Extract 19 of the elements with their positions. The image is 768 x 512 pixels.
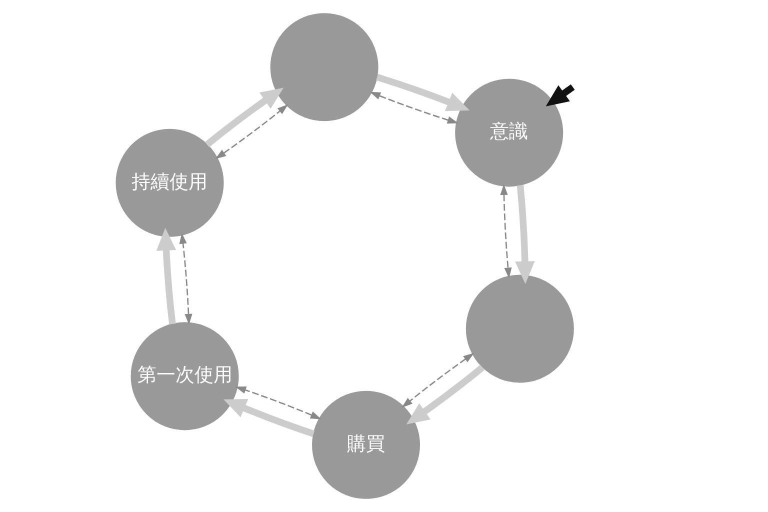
arrow bbox=[406, 364, 485, 424]
arrow bbox=[179, 232, 192, 325]
arrow bbox=[235, 386, 322, 420]
arrow bbox=[515, 184, 535, 284]
arrow bbox=[376, 74, 470, 112]
node-circle: 購買 bbox=[312, 390, 420, 499]
node-circle: 持續使用 bbox=[116, 128, 224, 237]
node-circle: 意識 bbox=[455, 78, 564, 187]
node-circle bbox=[466, 274, 574, 383]
arrow bbox=[402, 353, 474, 408]
arrow bbox=[546, 84, 575, 106]
node-circle bbox=[270, 13, 378, 122]
arrow bbox=[224, 399, 315, 437]
arrow bbox=[156, 228, 176, 324]
arrow bbox=[215, 104, 288, 159]
arrow bbox=[370, 92, 458, 124]
node-circle: 第一次使用 bbox=[130, 322, 239, 430]
arrow bbox=[204, 88, 284, 148]
arrow bbox=[500, 184, 512, 278]
